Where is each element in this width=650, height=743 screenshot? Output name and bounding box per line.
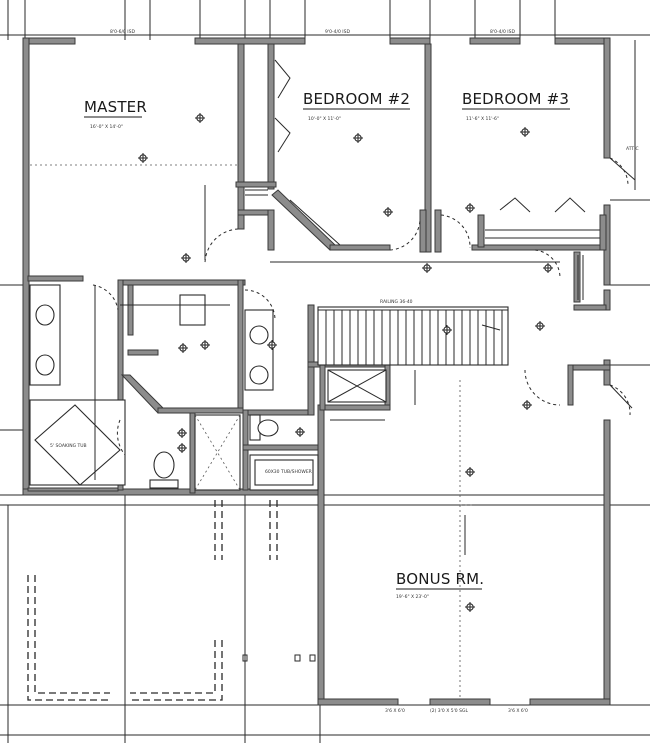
light-symbol (177, 428, 187, 438)
light-symbol (295, 427, 305, 437)
lower-level-outline (27, 500, 316, 701)
note-bottom-left: 3'6 X 6'0 (385, 708, 405, 714)
light-symbol (353, 133, 363, 143)
bedroom2-label: BEDROOM #2 (303, 90, 410, 108)
light-symbol (442, 325, 452, 335)
bedroom2-size: 10'-0" X 11'-0" (308, 116, 341, 122)
exterior-walls (22, 37, 611, 706)
dimension-lines (94, 185, 560, 555)
light-fixtures (138, 113, 553, 612)
light-symbol (181, 253, 191, 263)
light-symbol (200, 340, 210, 350)
light-symbol (177, 443, 187, 453)
note-top-right: 8'0-4/0 ISD (490, 29, 515, 35)
light-symbol (383, 207, 393, 217)
light-symbol (535, 321, 545, 331)
note-tub-shower: 60X30 TUB/SHOWER (265, 469, 312, 475)
note-bottom-right: 3'6 X 6'0 (508, 708, 528, 714)
note-top-left: 8'0-6/0 ISD (110, 29, 135, 35)
light-symbol (267, 340, 277, 350)
light-symbol (195, 113, 205, 123)
master-label: MASTER (84, 98, 147, 116)
light-symbol (422, 263, 432, 273)
light-symbol (522, 400, 532, 410)
master-size: 16'-0" X 14'-0" (90, 124, 123, 130)
bonus-room-ceiling-lines (30, 164, 475, 698)
staircase (317, 306, 509, 366)
note-top-mid: 9'0-4/0 ISD (325, 29, 350, 35)
note-railing: RAILING 36-40 (380, 299, 413, 305)
bedroom3-label: BEDROOM #3 (462, 90, 569, 108)
light-symbol (178, 343, 188, 353)
closet-shelves (245, 59, 600, 300)
bonus-room-size: 19'-6" X 23'-0" (396, 594, 429, 600)
light-symbol (520, 127, 530, 137)
light-symbol (465, 467, 475, 477)
bedroom3-size: 11'-6" X 11'-6" (466, 116, 499, 122)
door-swings (92, 157, 636, 456)
room-labels: MASTER 16'-0" X 14'-0" BEDROOM #2 10'-0"… (84, 90, 570, 600)
bath-fixtures (29, 284, 387, 491)
annotations: 8'0-6/0 ISD 9'0-4/0 ISD 8'0-4/0 ISD RAIL… (50, 29, 639, 714)
bonus-room-label: BONUS RM. (396, 570, 484, 588)
note-attic: ATTIC (626, 146, 639, 152)
light-symbol (138, 153, 148, 163)
note-soaking-tub: 5' SOAKING TUB (50, 443, 87, 449)
note-bottom-mid: (2) 3'0 X 5'0 SGL (430, 708, 468, 714)
light-symbol (465, 602, 475, 612)
light-symbol (465, 203, 475, 213)
light-symbol (543, 263, 553, 273)
